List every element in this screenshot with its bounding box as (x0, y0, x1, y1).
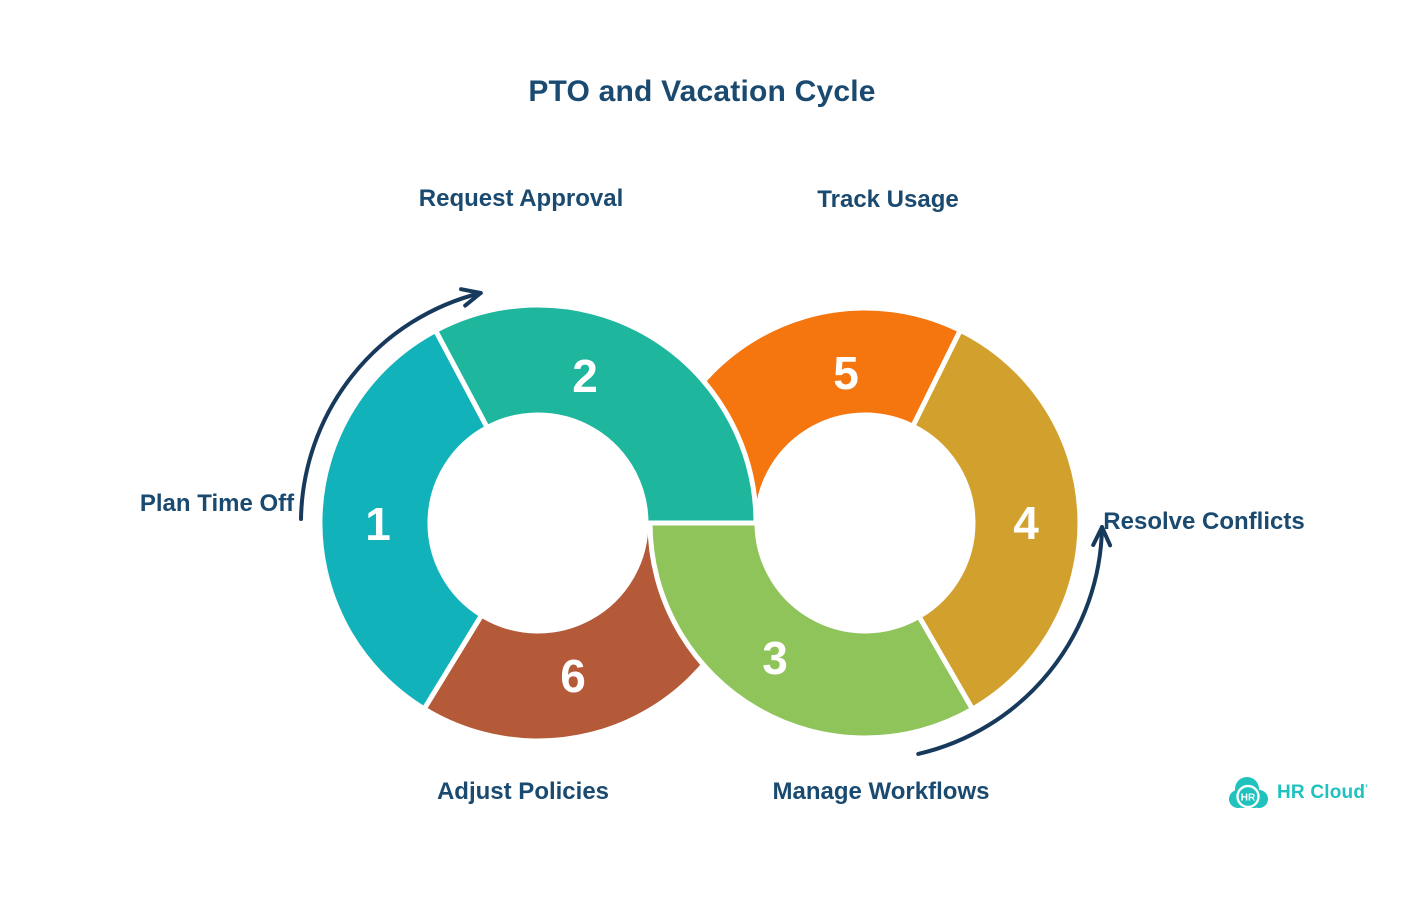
segment-3-manage-workflows (647, 520, 975, 741)
segment-number-1: 1 (365, 498, 391, 550)
hr-cloud-logo: HR HR Cloud’ (1227, 776, 1368, 810)
segment-number-6: 6 (560, 650, 586, 702)
arrow-bottom-right-head-icon (1091, 525, 1113, 548)
hr-cloud-icon: HR (1229, 777, 1268, 809)
hr-cloud-trademark: ’ (1365, 783, 1368, 795)
label-resolve-conflicts: Resolve Conflicts (1103, 508, 1305, 535)
segment-number-3: 3 (762, 632, 788, 684)
segment-2-request-approval (433, 302, 759, 526)
segment-1-plan-time-off (317, 328, 490, 712)
page-title: PTO and Vacation Cycle (528, 75, 876, 108)
arrow-top-left-arc (299, 291, 483, 521)
label-track-usage: Track Usage (817, 186, 959, 213)
segment-number-2: 2 (572, 350, 598, 402)
arrow-bottom-right-arc (916, 525, 1104, 756)
label-request-approval: Request Approval (418, 185, 624, 212)
hr-cloud-wordmark-text: HR Cloud (1277, 782, 1366, 803)
segment-number-4: 4 (1013, 497, 1039, 549)
hr-cloud-wordmark: HR Cloud’ (1277, 782, 1368, 804)
hr-badge-text: HR (1241, 793, 1256, 804)
arrow-top-left-head-icon (459, 287, 483, 308)
segment-number-5: 5 (833, 347, 859, 399)
label-plan-time-off: Plan Time Off (139, 490, 295, 517)
label-manage-workflows: Manage Workflows (772, 778, 990, 805)
segment-4-resolve-conflicts (910, 327, 1083, 712)
label-adjust-policies: Adjust Policies (436, 778, 610, 805)
